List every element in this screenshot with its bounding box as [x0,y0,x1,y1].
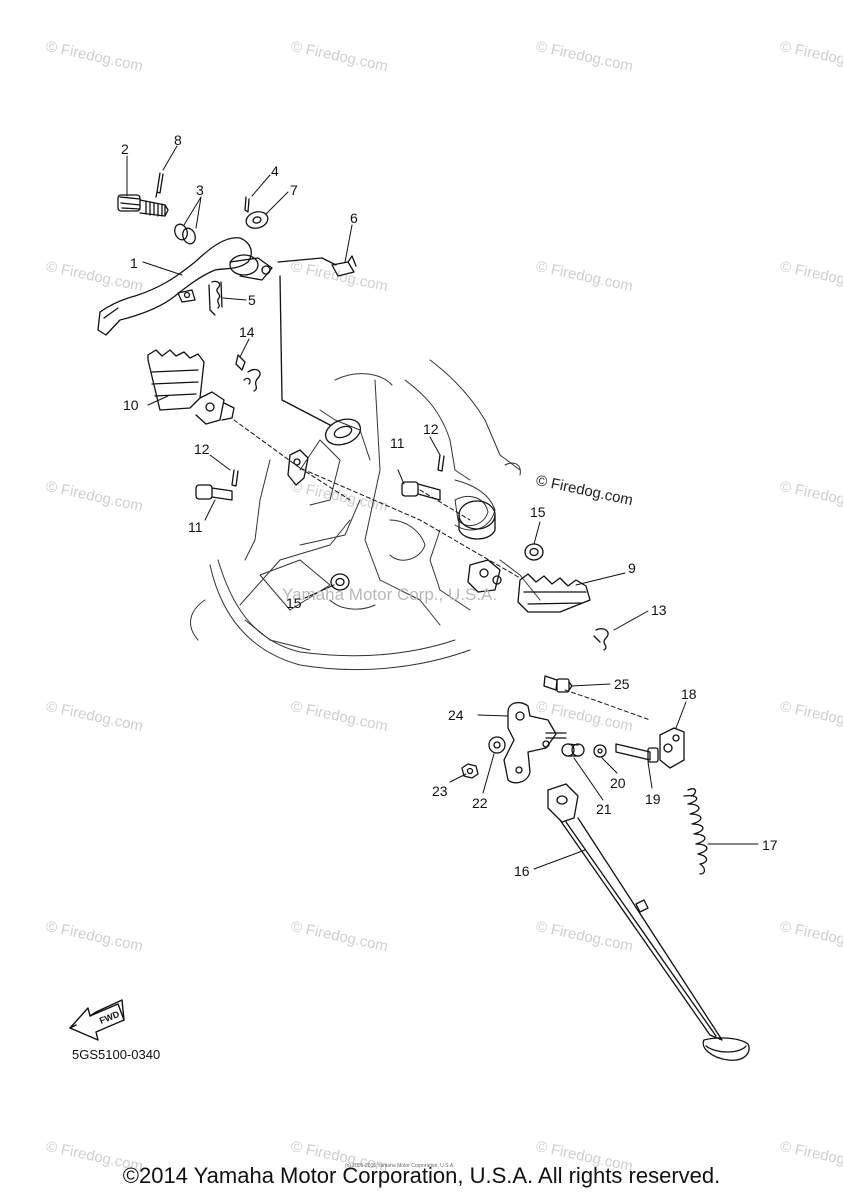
guide-lines [233,419,651,721]
callout-11-left: 11 [188,519,203,535]
frame-outline [190,359,541,671]
master-cylinder-mount [324,418,362,446]
leader-lines [126,145,759,870]
callout-5: 5 [248,292,256,308]
spring-hook-18 [659,727,685,769]
brake-rod-2 [279,275,331,426]
callout-17: 17 [762,837,778,853]
collar-15-left [330,573,350,591]
pin-12-left [231,469,239,487]
collar-21 [561,743,585,757]
callout-12-left: 12 [194,441,210,457]
stand-bracket-24 [503,701,557,784]
bolt-11-right [401,481,441,501]
return-spring-5 [208,280,223,316]
washer-22 [488,736,506,754]
bolt-11-left [195,484,233,501]
bolt-25 [543,675,573,693]
side-stand-16 [547,783,750,1061]
collar-15-right [524,543,544,561]
cotter-pin-8 [155,172,164,198]
callout-25: 25 [614,676,630,692]
pin-12-right [437,454,445,472]
callout-23: 23 [432,783,448,799]
watermark-center: Yamaha Motor Corp., U.S.A. [282,585,498,604]
callout-13: 13 [651,602,667,618]
callout-10: 10 [123,397,139,413]
tiny-copyright: (c) 2005-2015 Yamaha Motor Corporation, … [345,1163,455,1169]
clip-6 [331,255,357,277]
callout-2: 2 [121,141,129,157]
callout-24: 24 [448,707,464,723]
callout-3: 3 [196,182,204,198]
callout-6: 6 [350,210,358,226]
footrest-spring-14 [235,354,261,392]
footrest-left-10 [147,349,235,425]
callout-15-left: 15 [286,595,302,611]
callout-18: 18 [681,686,697,702]
callout-14: 14 [239,324,255,340]
bolt-19 [615,743,659,763]
callout-8: 8 [174,132,182,148]
spring-13 [593,628,609,651]
callout-22: 22 [472,795,488,811]
brake-pedal-1 [97,237,273,336]
callout-4: 4 [271,163,279,179]
copyright-notice: ©2014 Yamaha Motor Corporation, U.S.A. A… [122,1163,721,1188]
callout-20: 20 [610,775,626,791]
pivot-bolt-2 [117,194,169,217]
mount-bracket-left [287,449,309,486]
callout-9: 9 [628,560,636,576]
o-ring-3a [174,223,188,241]
stand-spring-17 [683,788,708,875]
pin-4 [244,196,250,213]
footrest-right-9 [467,559,591,613]
callout-16: 16 [514,863,530,879]
callout-11-right: 11 [390,435,405,451]
callout-19: 19 [645,791,661,807]
callout-12-right: 12 [423,421,439,437]
fwd-arrow-icon [69,999,125,1041]
o-ring-3b [182,227,196,245]
callout-1: 1 [130,255,138,271]
washer-20 [593,744,607,758]
callout-7: 7 [290,182,298,198]
washer-7 [245,211,269,229]
bracket-bolt-shaft [545,732,567,739]
pivot-boss-right [458,500,496,540]
callout-21: 21 [596,801,612,817]
brake-rod [277,257,337,266]
callout-15-right: 15 [530,504,546,520]
part-code: 5GS5100-0340 [72,1047,161,1062]
nut-23 [461,763,479,779]
